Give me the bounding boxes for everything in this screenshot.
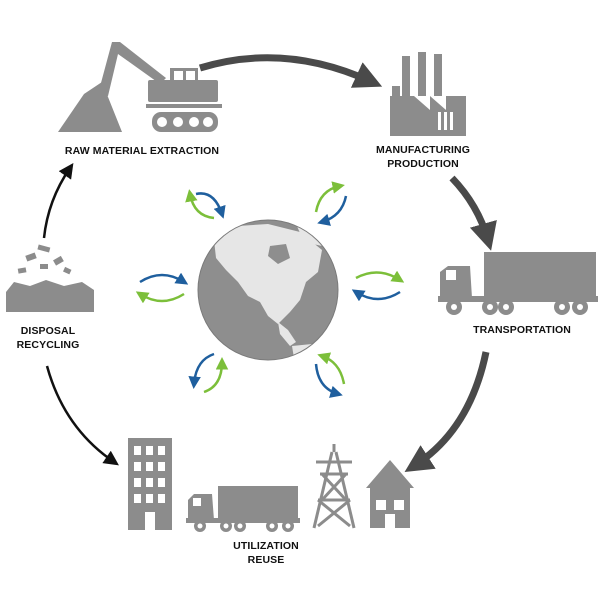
stage-label-transportation: TRANSPORTATION [462,323,582,337]
landfill-icon [6,244,94,312]
arrow-disposal-to-extraction [42,163,74,239]
stage-label-line: MANUFACTURING [375,144,471,156]
exchange-arrows-top-right [314,181,348,226]
stage-label-line: REUSE [247,554,285,566]
exchange-arrows-bottom-right [314,352,346,398]
exchange-arrows-left [135,272,189,304]
arrow-manufacturing-to-transportation [449,175,497,251]
factory-icon [390,52,466,136]
stage-label-disposal-recycling: DISPOSAL RECYCLING [6,324,90,352]
power-tower-icon [312,444,356,529]
exchange-arrows-right [351,270,405,302]
stage-label-line: UTILIZATION [233,540,299,552]
stage-label-line: TRANSPORTATION [473,324,571,336]
stage-label-line: RAW MATERIAL EXTRACTION [64,145,220,157]
globe-icon [197,219,339,361]
truck-icon [186,486,300,532]
excavator-icon [58,42,222,132]
truck-icon [438,252,598,315]
stage-label-manufacturing-production: MANUFACTURING PRODUCTION [368,143,478,171]
stage-label-line: RECYCLING [16,339,80,351]
stage-label-line: PRODUCTION [387,158,459,170]
arrow-transportation-to-utilization [404,351,490,473]
arrow-disposal-to-utilization [45,365,119,466]
exchange-arrows-top-left [185,189,226,220]
building-icon [128,438,172,530]
stage-label-utilization-reuse: UTILIZATION REUSE [216,539,316,567]
exchange-arrows-bottom-left [188,352,229,394]
house-icon [366,460,414,528]
stage-label-raw-material-extraction: RAW MATERIAL EXTRACTION [62,144,222,158]
arrow-extraction-to-manufacturing [198,54,383,88]
stage-label-line: DISPOSAL [20,325,76,337]
